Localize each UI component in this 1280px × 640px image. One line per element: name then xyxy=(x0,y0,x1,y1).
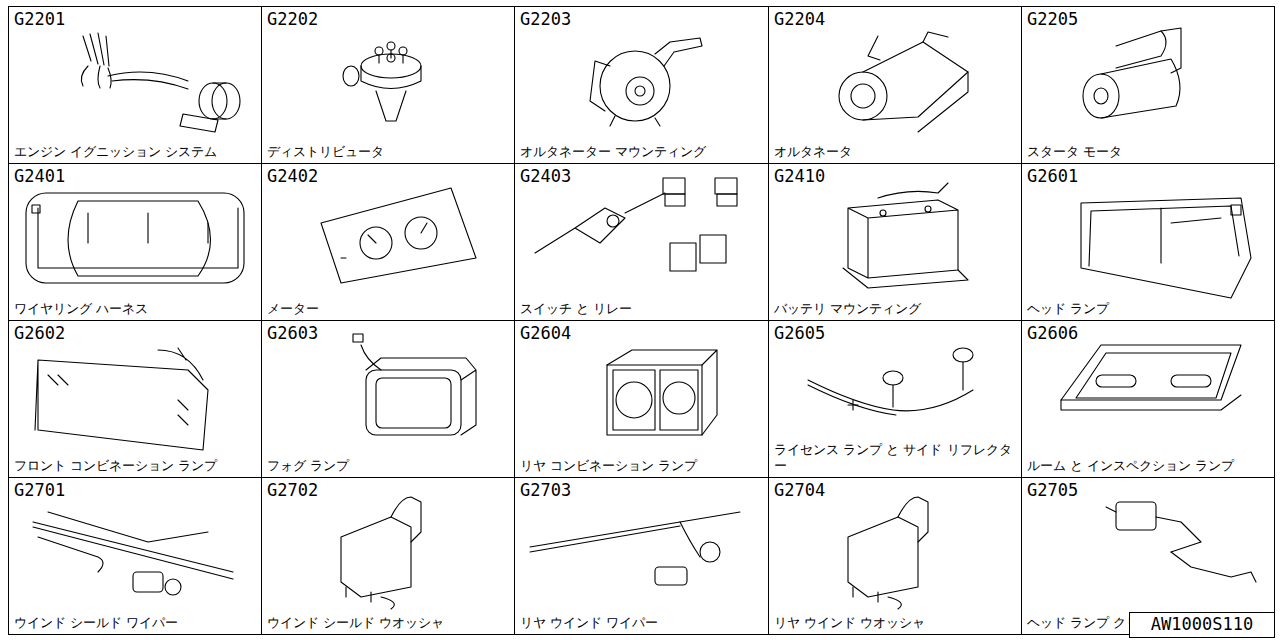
part-name: フォグ ランプ xyxy=(267,458,510,474)
figure-number: AW1000S110 xyxy=(1129,612,1275,638)
part-name: スイッチ と リレー xyxy=(520,301,764,317)
part-name: ライセンス ランプ と サイド リフレクター xyxy=(774,442,1017,474)
headlamp-cleaner-illustration xyxy=(1106,502,1256,582)
part-cell: G2403 スイッチ と リレー xyxy=(514,163,769,321)
alternator-illustration xyxy=(839,32,968,132)
part-name: スタータ モータ xyxy=(1027,144,1270,160)
part-cell: G2701 ウインド シールド ワイパー xyxy=(8,477,262,635)
alternator-bracket-illustration xyxy=(590,38,702,126)
part-code: G2203 xyxy=(520,9,571,29)
part-name: エンジン イグニッション システム xyxy=(14,144,257,160)
part-cell: G2401 ワイヤリング ハーネス xyxy=(8,163,262,321)
part-cell: G2604 リヤ コンビネーション ランプ xyxy=(514,320,769,478)
part-name: ウインド シールド ウオッシャ xyxy=(267,615,510,631)
part-name: オルタネーター マウンティング xyxy=(520,144,764,160)
harness-illustration xyxy=(26,193,244,283)
part-cell: G2201 エンジン イグニッション システム xyxy=(8,6,262,164)
meter-illustration xyxy=(321,188,476,283)
part-code: G2601 xyxy=(1027,166,1078,186)
switch-relay-illustration xyxy=(535,178,737,271)
part-name: フロント コンビネーション ランプ xyxy=(14,458,257,474)
part-cell: G2202 ディストリビュータ xyxy=(261,6,515,164)
part-name: ルーム と インスペクション ランプ xyxy=(1027,458,1270,474)
part-code: G2403 xyxy=(520,166,571,186)
part-code: G2701 xyxy=(14,480,65,500)
part-cell: G2702 ウインド シールド ウオッシャ xyxy=(261,477,515,635)
part-cell: G2704 リヤ ウインド ウオッシャ xyxy=(768,477,1022,635)
part-code: G2204 xyxy=(774,9,825,29)
part-name: リヤ コンビネーション ランプ xyxy=(520,458,764,474)
part-cell: G2605 ライセンス ランプ と サイド リフレクター xyxy=(768,320,1022,478)
part-name: オルタネータ xyxy=(774,144,1017,160)
part-code: G2702 xyxy=(267,480,318,500)
part-code: G2402 xyxy=(267,166,318,186)
part-cell: G2203 オルタネーター マウンティング xyxy=(514,6,769,164)
part-cell: G2205 スタータ モータ xyxy=(1021,6,1275,164)
rear-wiper-illustration xyxy=(530,512,740,585)
part-name: バッテリ マウンティング xyxy=(774,301,1017,317)
part-code: G2202 xyxy=(267,9,318,29)
part-cell: G2204 オルタネータ xyxy=(768,6,1022,164)
part-cell: G2703 リヤ ウインド ワイパー xyxy=(514,477,769,635)
rear-combination-lamp-illustration xyxy=(607,350,717,435)
part-cell: G2402 メーター xyxy=(261,163,515,321)
part-code: G2703 xyxy=(520,480,571,500)
part-code: G2603 xyxy=(267,323,318,343)
fog-lamp-illustration xyxy=(353,334,476,435)
license-lamp-illustration xyxy=(808,348,973,415)
washer-tank-illustration xyxy=(341,497,421,609)
distributor-illustration xyxy=(343,42,421,121)
part-code: G2705 xyxy=(1027,480,1078,500)
part-code: G2201 xyxy=(14,9,65,29)
part-cell: G2603 フォグ ランプ xyxy=(261,320,515,478)
part-code: G2401 xyxy=(14,166,65,186)
part-name: リヤ ウインド ウオッシャ xyxy=(774,615,1017,631)
front-combination-lamp-illustration xyxy=(35,348,208,450)
part-code: G2410 xyxy=(774,166,825,186)
room-lamp-illustration xyxy=(1061,345,1241,410)
battery-illustration xyxy=(843,183,968,288)
headlamp-illustration xyxy=(1081,198,1251,298)
part-cell: G2606 ルーム と インスペクション ランプ xyxy=(1021,320,1275,478)
part-code: G2606 xyxy=(1027,323,1078,343)
part-cell: G2601 ヘッド ランプ xyxy=(1021,163,1275,321)
starter-motor-illustration xyxy=(1083,28,1181,118)
part-name: リヤ ウインド ワイパー xyxy=(520,615,764,631)
part-name: ディストリビュータ xyxy=(267,144,510,160)
part-name: ヘッド ランプ xyxy=(1027,301,1270,317)
part-code: G2205 xyxy=(1027,9,1078,29)
part-name: ワイヤリング ハーネス xyxy=(14,301,257,317)
part-code: G2704 xyxy=(774,480,825,500)
part-name: メーター xyxy=(267,301,510,317)
part-cell: G2410 バッテリ マウンティング xyxy=(768,163,1022,321)
windshield-wiper-illustration xyxy=(33,512,233,595)
part-name: ウインド シールド ワイパー xyxy=(14,615,257,631)
part-code: G2604 xyxy=(520,323,571,343)
part-code: G2602 xyxy=(14,323,65,343)
ignition-illustration xyxy=(81,33,240,132)
part-code: G2605 xyxy=(774,323,825,343)
part-cell: G2602 フロント コンビネーション ランプ xyxy=(8,320,262,478)
washer-tank-illustration xyxy=(848,497,928,609)
